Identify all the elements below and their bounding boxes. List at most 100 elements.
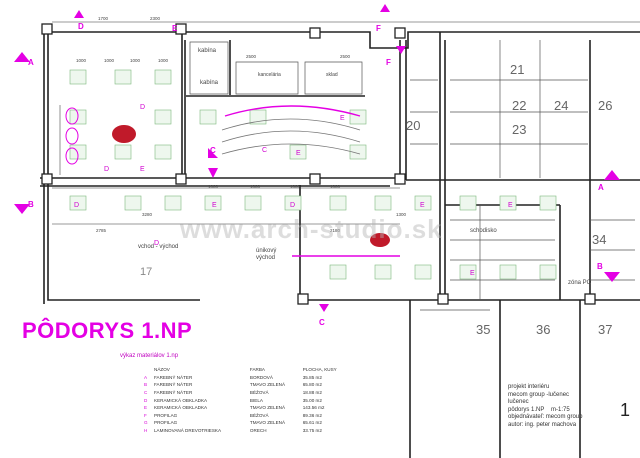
room-label-cabin: kabína (198, 48, 217, 54)
material-amount: 65.61 m2 (302, 420, 322, 426)
room-label-emergency-exit: únikový východ (256, 248, 277, 261)
floor-letter: E (470, 270, 475, 277)
material-color: ORECH (249, 428, 267, 434)
section-mark-f-mid: F (386, 58, 391, 67)
material-amount: 89.36 m2 (302, 412, 322, 418)
dimension-label: 1700 (98, 16, 109, 21)
project-plan-name: pôdorys 1.NP (508, 406, 545, 413)
room-number: 36 (536, 322, 551, 337)
dimension-label: 1000 (330, 184, 341, 189)
dimension-label: 3280 (142, 212, 153, 217)
section-mark-d: D (78, 22, 84, 31)
section-mark-e: E (172, 24, 178, 33)
partitions (189, 40, 635, 311)
material-amount: 18.88 m2 (302, 390, 322, 396)
dimension-label: 2785 (96, 228, 107, 233)
material-color: BÉŽOVÁ (249, 412, 269, 418)
material-amount: 143.56 m2 (302, 405, 325, 411)
dimension-label: 1000 (250, 184, 261, 189)
material-amount: 35.00 m2 (302, 397, 322, 403)
title-block: projekt interiéru mecom group -lučenec l… (508, 384, 582, 430)
material-key: E (144, 405, 148, 411)
room-label-zone: zóna PO (568, 280, 592, 286)
floor-letter: D (74, 202, 80, 209)
floor-letter: D (104, 166, 110, 173)
dimension-lines (52, 21, 640, 225)
dimension-label: 2500 (246, 54, 257, 59)
room-number: 24 (554, 98, 569, 113)
materials-table: NÁZOV FARBA PLOCHA, KUSY A FAREBNÝ NÁTER B… (142, 366, 352, 434)
round-elements (65, 107, 79, 165)
walls (40, 30, 640, 458)
room-number: 35 (476, 322, 491, 337)
project-line: projekt interiéru (508, 384, 550, 390)
project-plan: pôdorys 1.NP m-1:75 (508, 407, 582, 415)
room-number: 26 (598, 98, 613, 113)
room-number: 34 (592, 232, 607, 247)
material-color: BIELA (249, 397, 263, 403)
project-scale: m-1:75 (551, 406, 570, 413)
room-label-cabin: kabína (200, 80, 219, 86)
room-number: 37 (598, 322, 613, 337)
floor-letter: E (340, 115, 345, 122)
section-mark-c-top: C (210, 146, 216, 155)
section-mark-b-left: B (28, 200, 34, 209)
material-key: D (144, 397, 148, 403)
table-header-row: NÁZOV FARBA PLOCHA, KUSY (142, 366, 352, 374)
logos (112, 125, 390, 247)
project-author: autor: ing. peter machova (508, 421, 577, 428)
floor-letter: C (262, 147, 268, 154)
table-header (142, 366, 152, 374)
material-color: TMAVO ZELENÁ (249, 420, 286, 426)
material-name: KERAMICKÁ OBKLADKA (154, 397, 208, 403)
material-key: G (144, 420, 148, 426)
project-line: mecom group -lučenec (508, 391, 570, 398)
material-color: TMAVO ZELENÁ (249, 382, 286, 388)
material-amount: 33.75 m2 (302, 428, 322, 434)
floor-tiles (69, 69, 557, 280)
material-key: F (144, 412, 147, 418)
floor-letter: E (296, 150, 301, 157)
material-key: B (144, 382, 148, 388)
section-mark-a-right: A (598, 183, 604, 192)
columns (41, 23, 596, 305)
floor-letter: D (140, 104, 146, 111)
material-amount: 65.80 m2 (302, 382, 322, 388)
room-label-entrance: vchod - východ (138, 244, 179, 250)
material-name: FAREBNÝ NÁTER (154, 382, 193, 388)
floor-letter: D (154, 240, 160, 247)
table-header: NÁZOV (154, 367, 170, 373)
dimension-label: 1300 (396, 212, 407, 217)
floor-letter: E (420, 202, 425, 209)
room-label-stair: schodisko (470, 228, 497, 234)
floor-letter: E (212, 202, 217, 209)
room-label-storage: sklad (326, 72, 338, 78)
sheet-number: 1 (620, 400, 631, 420)
dimension-label: 1000 (104, 58, 115, 63)
materials-title: výkaz materiálov 1.np (120, 353, 179, 359)
material-name: PROFILAG (154, 420, 178, 426)
watermark: www.arch-studio.sk (180, 214, 443, 244)
floor-letter: E (508, 202, 513, 209)
table-header: PLOCHA, KUSY (302, 367, 337, 373)
dimension-label: 2500 (340, 54, 351, 59)
curved-counter (59, 105, 361, 175)
room-label-17: 17 (140, 266, 153, 278)
material-key: A (144, 374, 148, 380)
section-mark-f-top: F (376, 24, 381, 33)
material-key: H (144, 428, 148, 434)
floor-letter: D (290, 202, 296, 209)
section-mark-b-right: B (597, 262, 603, 271)
project-place: lučenec (508, 399, 529, 406)
material-name: FAREBNÝ NÁTER (154, 390, 193, 396)
floor-letter: E (140, 166, 145, 173)
material-name: FAREBNÝ NÁTER (154, 374, 193, 380)
accent-strip (224, 105, 400, 257)
table-header: FARBA (249, 367, 265, 373)
room-number: 22 (512, 98, 527, 113)
